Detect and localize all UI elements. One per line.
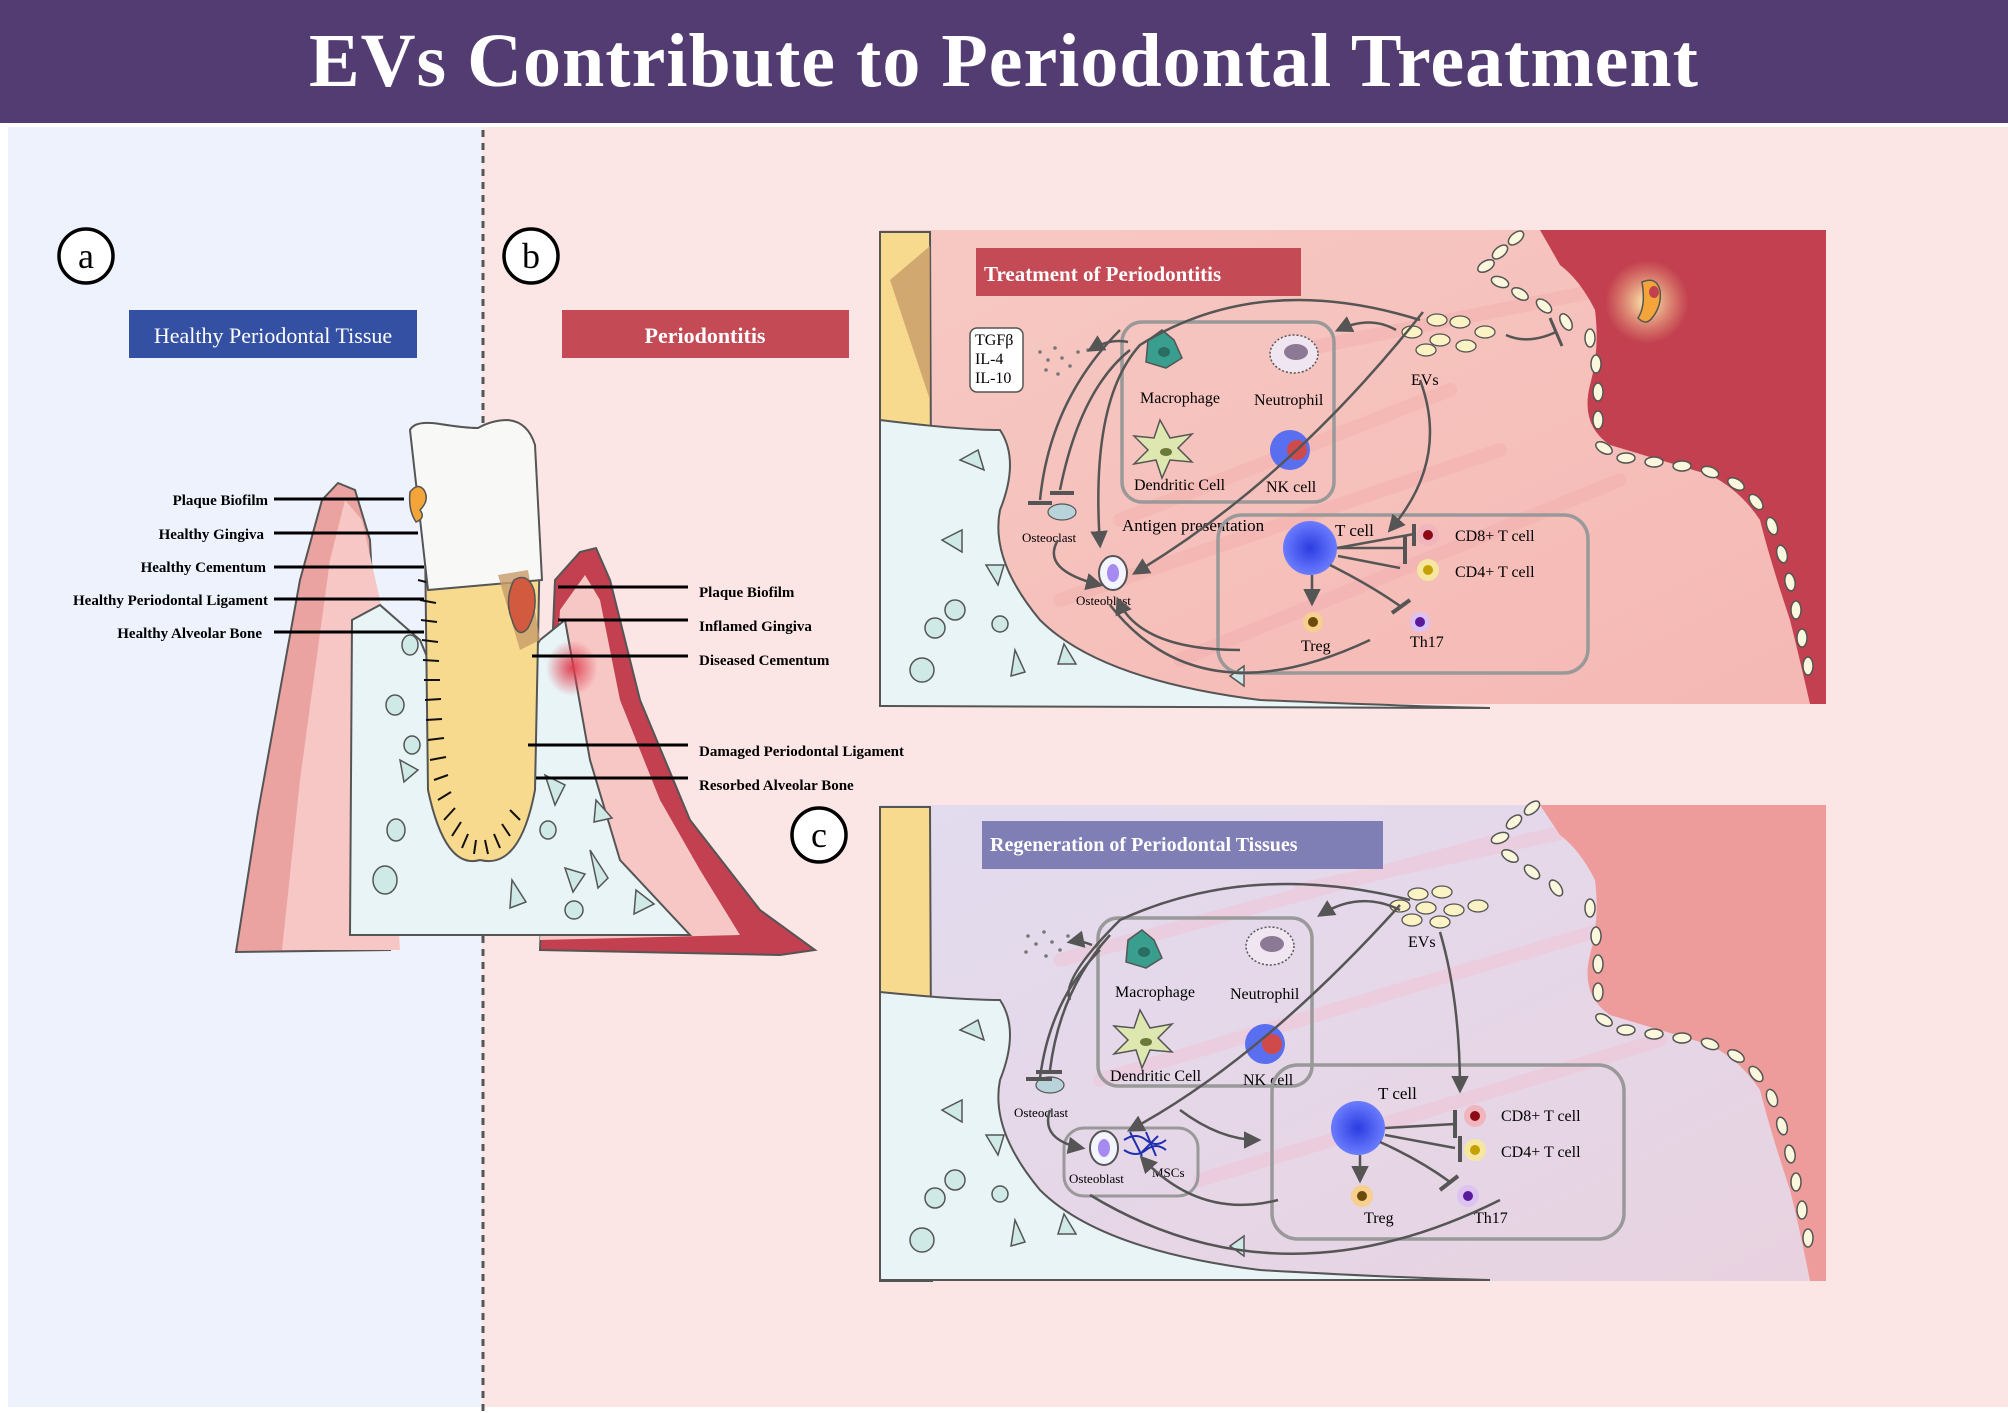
label-healthy-gingiva: Healthy Gingiva: [159, 527, 265, 543]
label-cd8: CD8+ T cell: [1501, 1108, 1581, 1125]
label-disease-bone: Resorbed Alveolar Bone: [699, 778, 854, 794]
label-evs: EVs: [1408, 934, 1436, 951]
label-healthy-cementum: Healthy Cementum: [141, 560, 267, 576]
panel-b-badge: b: [502, 227, 560, 285]
regeneration-panel: Regeneration of Periodontal Tissues Macr…: [879, 800, 1826, 1282]
treg-icon: [1308, 617, 1318, 627]
th17-icon: [1415, 617, 1425, 627]
cd4-icon: [1470, 1145, 1480, 1155]
cd4-icon: [1423, 565, 1433, 575]
label-cd4: CD4+ T cell: [1501, 1144, 1581, 1161]
label-treg: Treg: [1301, 638, 1331, 655]
osteoclast-icon: [1047, 503, 1077, 521]
label-t-cell: T cell: [1335, 521, 1374, 540]
cytokine-il4: IL-4: [975, 351, 1003, 368]
label-disease-cementum: Diseased Cementum: [699, 653, 830, 669]
label-nk-cell: NK cell: [1266, 479, 1317, 496]
label-antigen-presentation: Antigen presentation: [1122, 516, 1265, 535]
regeneration-title: Regeneration of Periodontal Tissues: [990, 834, 1298, 856]
svg-text:c: c: [811, 815, 827, 855]
cytokine-tgfb: TGFβ: [975, 332, 1013, 349]
svg-text:b: b: [522, 236, 540, 276]
label-dendritic: Dendritic Cell: [1110, 1068, 1202, 1085]
evs-cluster-icon: [1401, 313, 1496, 357]
label-neutrophil: Neutrophil: [1254, 392, 1324, 409]
label-disease-gingiva: Inflamed Gingiva: [699, 619, 812, 635]
label-healthy-plaque: Plaque Biofilm: [173, 493, 269, 509]
svg-text:Periodontitis: Periodontitis: [645, 323, 766, 348]
label-osteoclast: Osteoclast: [1014, 1105, 1069, 1120]
t-cell-icon: [1283, 521, 1337, 575]
label-macrophage: Macrophage: [1115, 984, 1195, 1001]
disease-leader-lines: [528, 585, 688, 780]
periodontitis-tag: Periodontitis: [562, 310, 849, 358]
label-disease-plaque: Plaque Biofilm: [699, 585, 795, 601]
title-banner: EVs Contribute to Periodontal Treatment: [0, 0, 2008, 123]
label-evs: EVs: [1411, 372, 1439, 389]
label-nk-cell: NK cell: [1243, 1072, 1294, 1089]
label-treg: Treg: [1364, 1210, 1394, 1227]
mscs-icon: [1123, 1131, 1167, 1157]
panel-c-badge: c: [790, 806, 848, 864]
svg-text:Healthy Periodontal Tissue: Healthy Periodontal Tissue: [154, 323, 392, 348]
label-osteoblast: Osteoblast: [1069, 1171, 1124, 1186]
label-dendritic: Dendritic Cell: [1134, 477, 1226, 494]
th17-icon: [1463, 1191, 1473, 1201]
label-th17: Th17: [1410, 634, 1444, 651]
label-macrophage: Macrophage: [1140, 390, 1220, 407]
label-cd4: CD4+ T cell: [1455, 564, 1535, 581]
page-title: EVs Contribute to Periodontal Treatment: [308, 19, 1699, 103]
label-healthy-bone: Healthy Alveolar Bone: [117, 626, 262, 642]
label-t-cell: T cell: [1378, 1084, 1417, 1103]
label-osteoclast: Osteoclast: [1022, 530, 1077, 545]
label-healthy-ligament: Healthy Periodontal Ligament: [73, 593, 268, 609]
label-neutrophil: Neutrophil: [1230, 986, 1300, 1003]
healthy-tag: Healthy Periodontal Tissue: [129, 310, 417, 358]
label-disease-ligament: Damaged Periodontal Ligament: [699, 744, 904, 760]
panel-a-badge: a: [57, 227, 115, 285]
treatment-panel: Treatment of Periodontitis TGFβ IL-4 IL-…: [879, 230, 1826, 709]
healthy-leader-lines: [274, 497, 424, 634]
evs-cluster-icon: [1389, 885, 1489, 929]
svg-text:a: a: [78, 236, 94, 276]
label-cd8: CD8+ T cell: [1455, 528, 1535, 545]
cd8-icon: [1423, 530, 1433, 540]
treg-icon: [1357, 1191, 1367, 1201]
treatment-title: Treatment of Periodontitis: [984, 262, 1221, 286]
cd8-icon: [1470, 1111, 1480, 1121]
label-osteoblast: Osteoblast: [1076, 593, 1131, 608]
cytokine-il10: IL-10: [975, 370, 1011, 387]
label-th17: Th17: [1474, 1210, 1508, 1227]
t-cell-icon: [1331, 1101, 1385, 1155]
